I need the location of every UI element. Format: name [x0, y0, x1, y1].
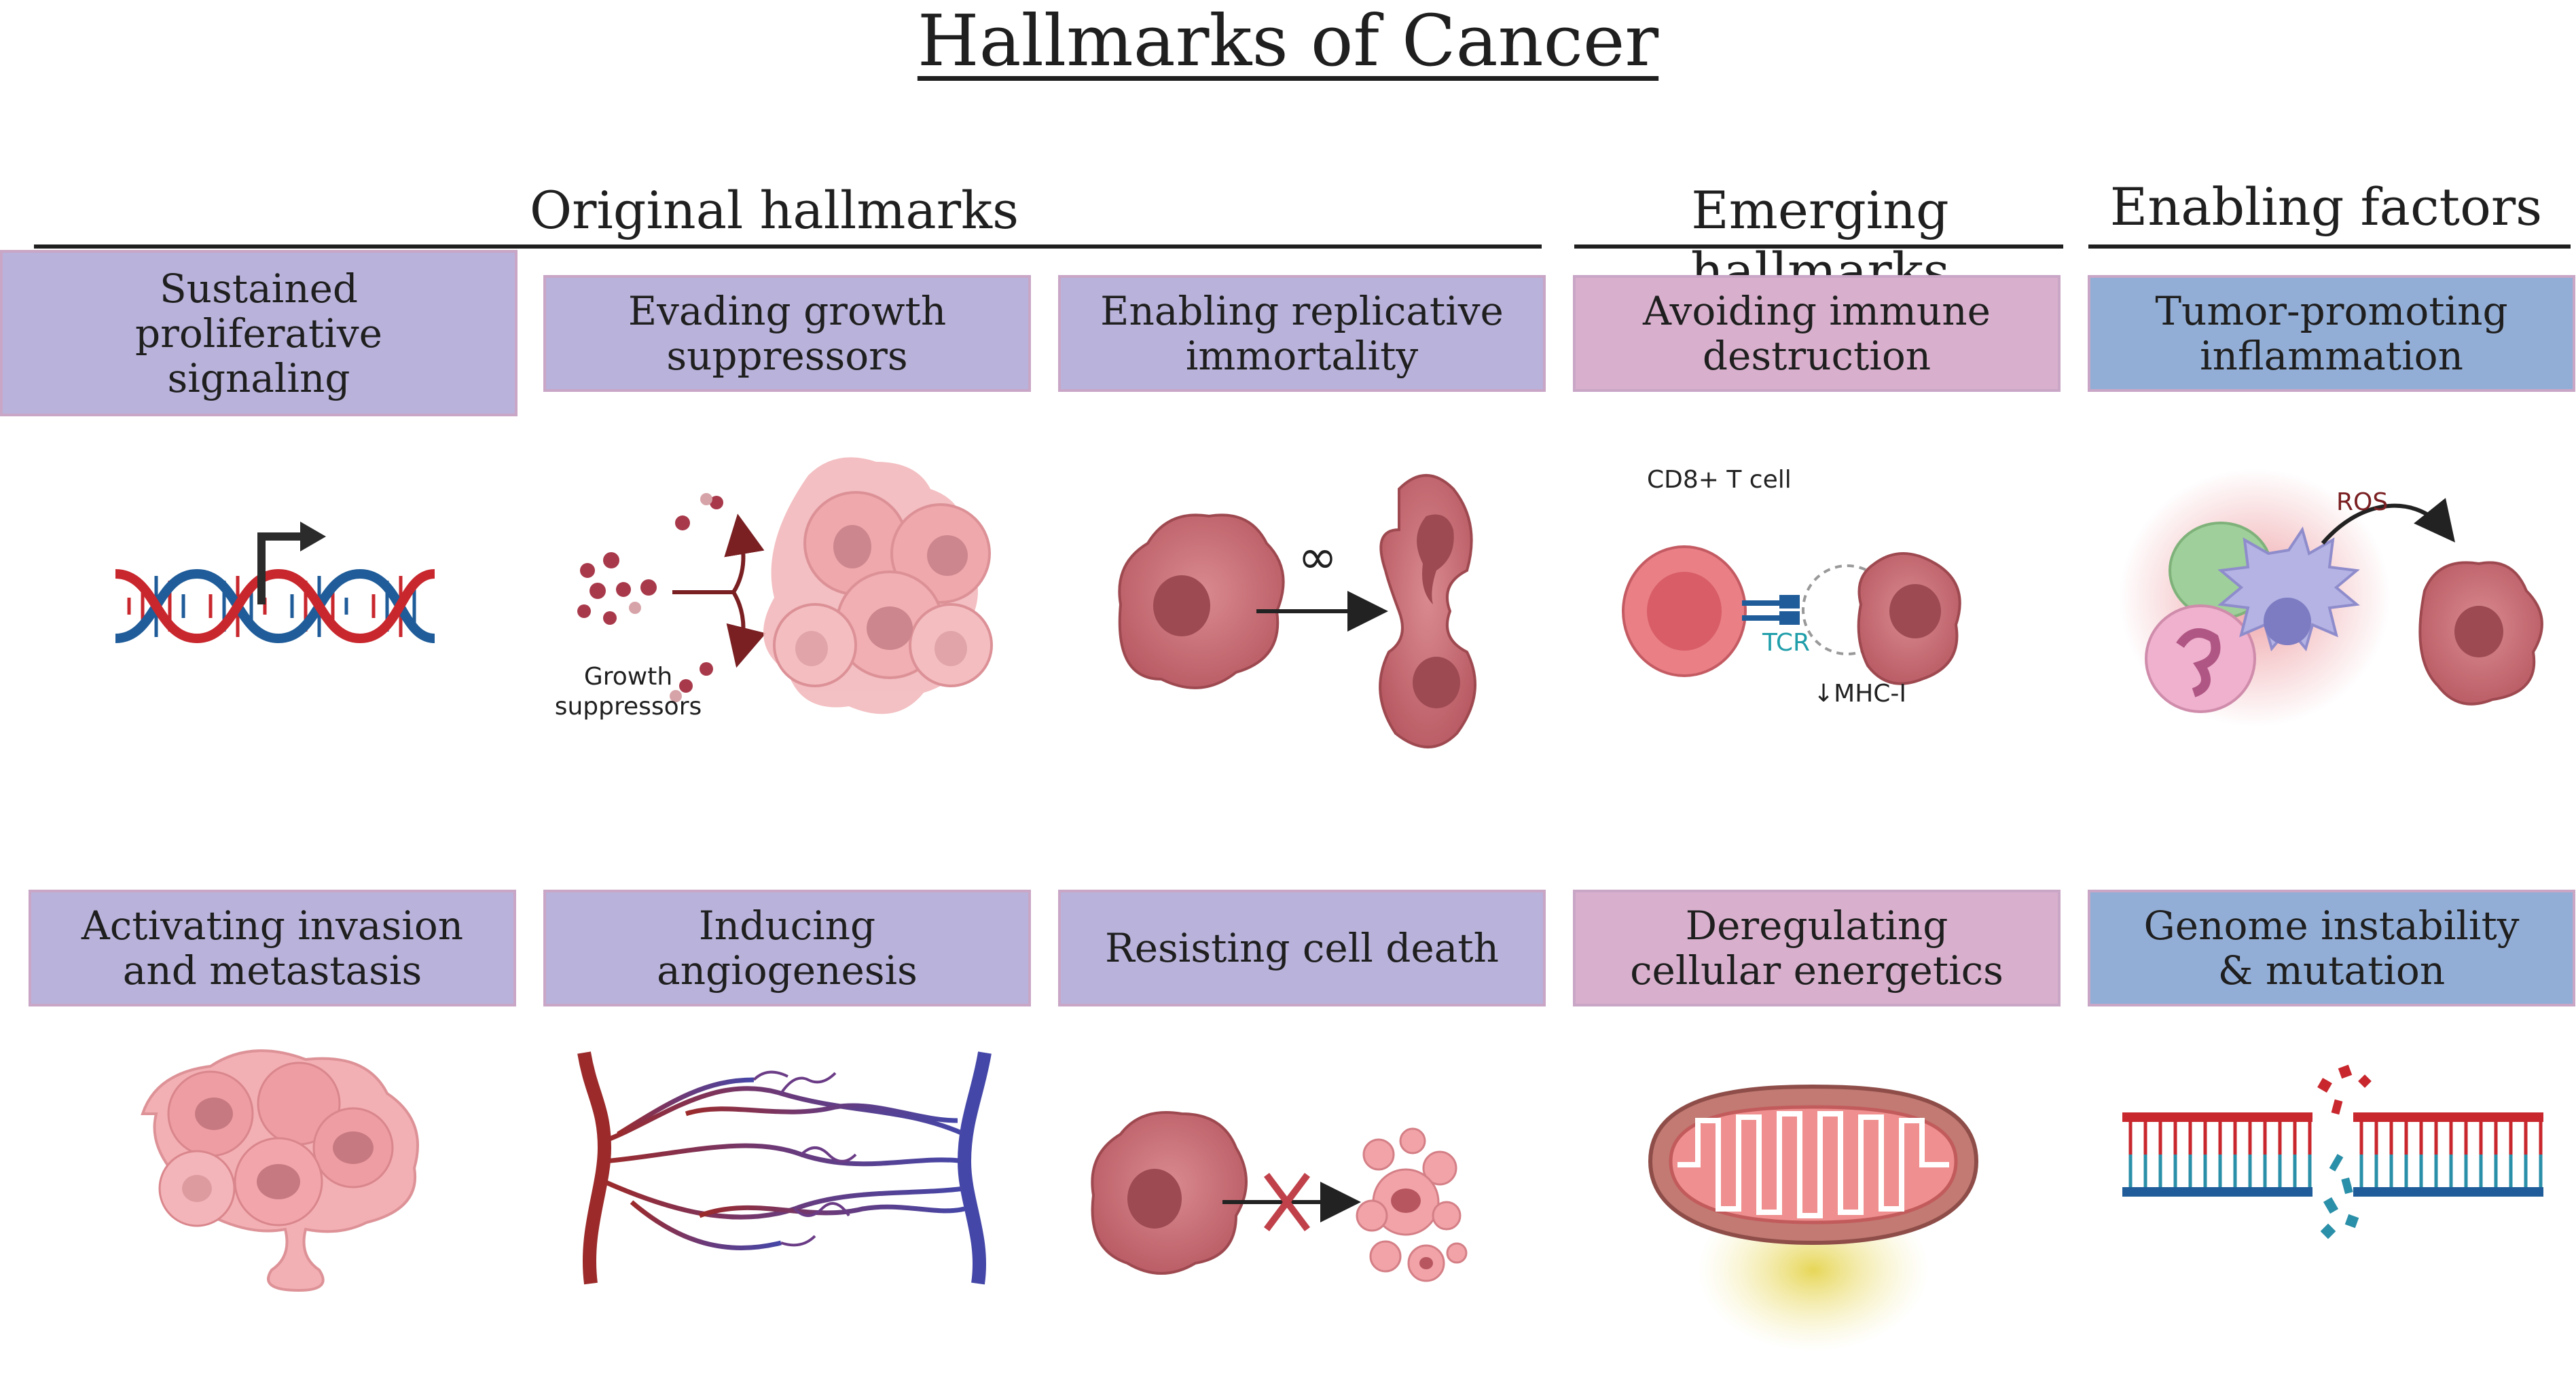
hallmark-tumor-promoting-inflammation: Tumor-promoting inflammation [2088, 275, 2575, 392]
growth-suppressors-label: Growth suppressors [554, 663, 702, 721]
blood-vessel-icon [577, 1051, 992, 1285]
ros-label: ROS [2336, 488, 2389, 516]
hallmark-enabling-replicative-immortality: Enabling replicative immortality [1058, 275, 1546, 392]
divider-enabling [2088, 244, 2571, 249]
cd8-t-cell-label: CD8+ T cell [1647, 466, 1792, 494]
mhc-label: ↓MHC-I [1813, 680, 1907, 708]
divider-emerging [1574, 244, 2063, 249]
hallmark-evading-growth-suppressors: Evading growth suppressors [543, 275, 1031, 392]
cancer-cell-icon [1118, 474, 1476, 748]
broken-dna-icon [2122, 1064, 2543, 1239]
metastasis-icon [141, 1049, 419, 1292]
divider-original [34, 244, 1542, 249]
dna-icon [115, 522, 435, 644]
immune-cells-icon [2119, 469, 2543, 727]
infinity-symbol: ∞ [1297, 529, 1338, 585]
hallmark-resisting-cell-death: Resisting cell death [1058, 890, 1546, 1006]
section-enabling-factors: Enabling factors [2109, 177, 2543, 237]
section-emerging-hallmarks: Emerging hallmarks [1690, 180, 1950, 302]
apoptosis-icon [1091, 1111, 1468, 1282]
page-title: Hallmarks of Cancer [917, 0, 1659, 82]
hallmark-avoiding-immune-destruction: Avoiding immune destruction [1573, 275, 2061, 392]
tcr-label: TCR [1762, 629, 1811, 657]
t-cell-icon [1622, 545, 1961, 685]
mitochondria-icon [1648, 1084, 1979, 1351]
hallmark-genome-instability-mutation: Genome instability & mutation [2088, 890, 2575, 1006]
hallmark-inducing-angiogenesis: Inducing angiogenesis [543, 890, 1031, 1006]
hallmark-activating-invasion-metastasis: Activating invasion and metastasis [29, 890, 516, 1006]
hallmark-sustained-proliferative-signaling: Sustained proliferative signaling [0, 250, 518, 416]
section-original-hallmarks: Original hallmarks [529, 180, 1019, 240]
tumor-cluster-icon [577, 457, 993, 714]
hallmark-deregulating-cellular-energetics: Deregulating cellular energetics [1573, 890, 2061, 1006]
